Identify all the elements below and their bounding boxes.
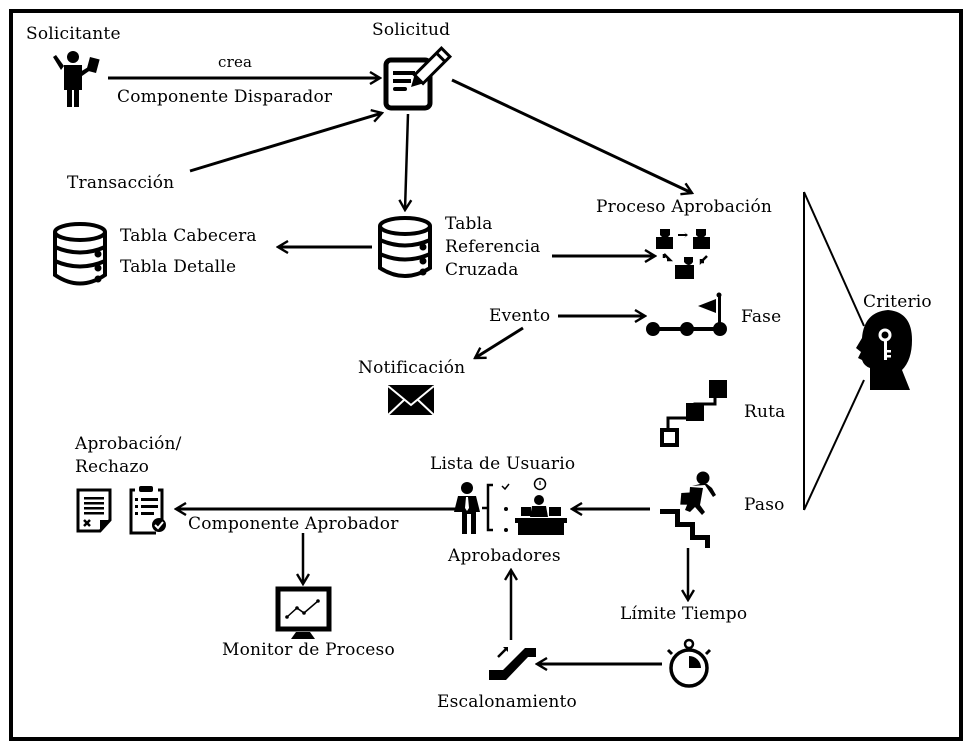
edge-componente-disparador-label: Componente Disparador [117, 87, 333, 107]
workflow-people-icon [656, 229, 710, 279]
criterio-bracket [803, 191, 865, 511]
person-with-document-icon [53, 51, 100, 107]
milestone-flag-icon [646, 292, 727, 336]
edge-transaccion-solicitud [189, 113, 382, 173]
node-evento-label: Evento [489, 306, 551, 326]
node-tabla-ref-label-1: Tabla [445, 214, 493, 234]
database-icon-referencia [378, 216, 432, 278]
node-monitor-label: Monitor de Proceso [222, 640, 395, 660]
stopwatch-icon [666, 638, 712, 688]
edge-solicitud-proceso [451, 78, 692, 193]
node-limite-tiempo-label: Límite Tiempo [620, 604, 748, 624]
rejected-document-icon [76, 488, 112, 533]
person-climbing-stairs-icon [660, 471, 716, 548]
node-tabla-ref-label-3: Cruzada [445, 260, 519, 280]
envelope-icon [387, 385, 435, 416]
document-edit-icon [383, 45, 453, 111]
node-notificacion-label: Notificación [358, 358, 466, 378]
edge-evento-notificacion [475, 326, 524, 360]
node-ruta-label: Ruta [744, 402, 786, 422]
node-aprobacion-rechazo-label-1: Aprobación/ [75, 434, 182, 454]
head-key-icon [856, 310, 912, 390]
diagram-frame [9, 9, 963, 741]
edge-componente-aprobador-label: Componente Aprobador [188, 514, 399, 534]
route-steps-icon [660, 380, 727, 447]
node-tabla-ref-label-2: Referencia [445, 237, 541, 257]
edge-crea-label: crea [218, 53, 253, 71]
escalator-icon [489, 647, 536, 680]
approver-list-icon [454, 477, 567, 535]
node-lista-usuario-label: Lista de Usuario [430, 454, 576, 474]
node-solicitud-label: Solicitud [372, 20, 451, 40]
node-aprobacion-rechazo-label-2: Rechazo [75, 457, 150, 477]
node-fase-label: Fase [741, 307, 782, 327]
node-aprobadores-label: Aprobadores [448, 546, 561, 566]
approved-clipboard-icon [129, 486, 166, 535]
node-paso-label: Paso [744, 495, 785, 515]
node-solicitante-label: Solicitante [26, 24, 121, 44]
node-tabla-cabecera-label: Tabla Cabecera [120, 226, 257, 246]
node-tabla-detalle-label: Tabla Detalle [120, 257, 237, 277]
node-criterio-label: Criterio [863, 292, 932, 312]
node-escalonamiento-label: Escalonamiento [437, 692, 577, 712]
database-icon-cabecera [53, 222, 107, 286]
node-proceso-aprobacion-label: Proceso Aprobación [596, 197, 773, 217]
edge-solicitud-tablaref [405, 113, 408, 210]
node-transaccion-label: Transacción [67, 173, 175, 193]
monitor-chart-icon [275, 586, 332, 639]
